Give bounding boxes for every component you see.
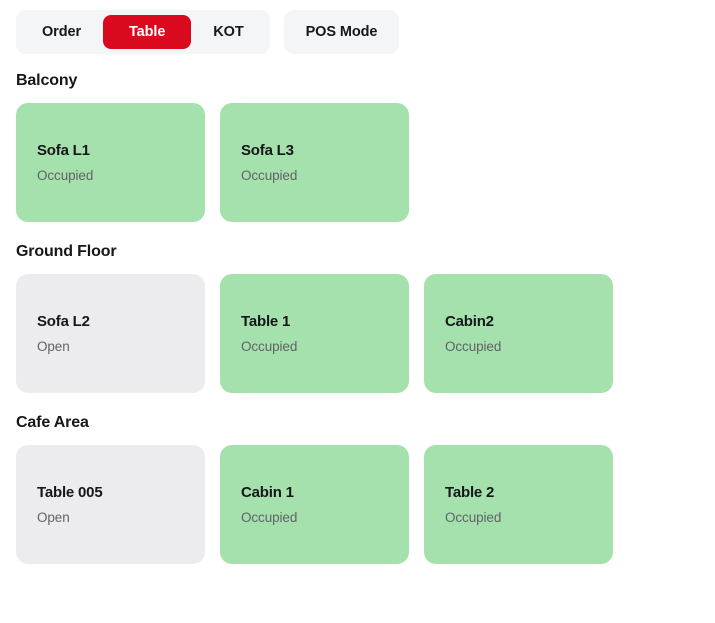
table-card[interactable]: Cabin 1 Occupied xyxy=(220,445,409,564)
table-card[interactable]: Table 1 Occupied xyxy=(220,274,409,393)
section-cafe-area: Cafe Area Table 005 Open Cabin 1 Occupie… xyxy=(16,406,715,564)
table-card-name: Table 1 xyxy=(241,313,291,330)
row-spacer xyxy=(16,222,715,235)
table-card-row: Sofa L1 Occupied Sofa L3 Occupied xyxy=(16,103,715,222)
table-card-name: Cabin 1 xyxy=(241,484,294,501)
row-spacer xyxy=(16,393,715,406)
table-card[interactable]: Sofa L3 Occupied xyxy=(220,103,409,222)
mode-tab-kot[interactable]: KOT xyxy=(193,15,263,49)
mode-tab-order[interactable]: Order xyxy=(22,15,101,49)
table-card-status: Open xyxy=(37,510,70,525)
mode-tab-table[interactable]: Table xyxy=(103,15,192,49)
table-card[interactable]: Cabin2 Occupied xyxy=(424,274,613,393)
table-card-status: Open xyxy=(37,339,70,354)
section-title: Ground Floor xyxy=(16,243,117,260)
table-card-status: Occupied xyxy=(37,168,94,183)
table-card[interactable]: Sofa L1 Occupied xyxy=(16,103,205,222)
table-card-status: Occupied xyxy=(445,510,502,525)
table-card-status: Occupied xyxy=(241,339,298,354)
section-title: Balcony xyxy=(16,72,78,89)
table-card-name: Table 005 xyxy=(37,484,103,501)
section-ground-floor: Ground Floor Sofa L2 Open Table 1 Occupi… xyxy=(16,235,715,393)
table-card-name: Table 2 xyxy=(445,484,495,501)
table-card-status: Occupied xyxy=(241,510,298,525)
table-card-status: Occupied xyxy=(445,339,502,354)
table-card-name: Sofa L1 xyxy=(37,142,90,159)
top-toolbar: Order Table KOT POS Mode xyxy=(0,0,715,64)
pos-mode-button[interactable]: POS Mode xyxy=(283,10,400,54)
table-card[interactable]: Sofa L2 Open xyxy=(16,274,205,393)
table-card-name: Sofa L2 xyxy=(37,313,90,330)
table-card-status: Occupied xyxy=(241,168,298,183)
mode-switch-group: Order Table KOT xyxy=(16,10,270,54)
sections-container: Balcony Sofa L1 Occupied Sofa L3 Occupie… xyxy=(0,64,715,564)
table-card-row: Sofa L2 Open Table 1 Occupied Cabin2 Occ… xyxy=(16,274,715,393)
table-card-name: Cabin2 xyxy=(445,313,494,330)
table-card-row: Table 005 Open Cabin 1 Occupied Table 2 … xyxy=(16,445,715,564)
table-card-name: Sofa L3 xyxy=(241,142,294,159)
section-balcony: Balcony Sofa L1 Occupied Sofa L3 Occupie… xyxy=(16,64,715,222)
section-title: Cafe Area xyxy=(16,414,89,431)
table-card[interactable]: Table 2 Occupied xyxy=(424,445,613,564)
table-card[interactable]: Table 005 Open xyxy=(16,445,205,564)
